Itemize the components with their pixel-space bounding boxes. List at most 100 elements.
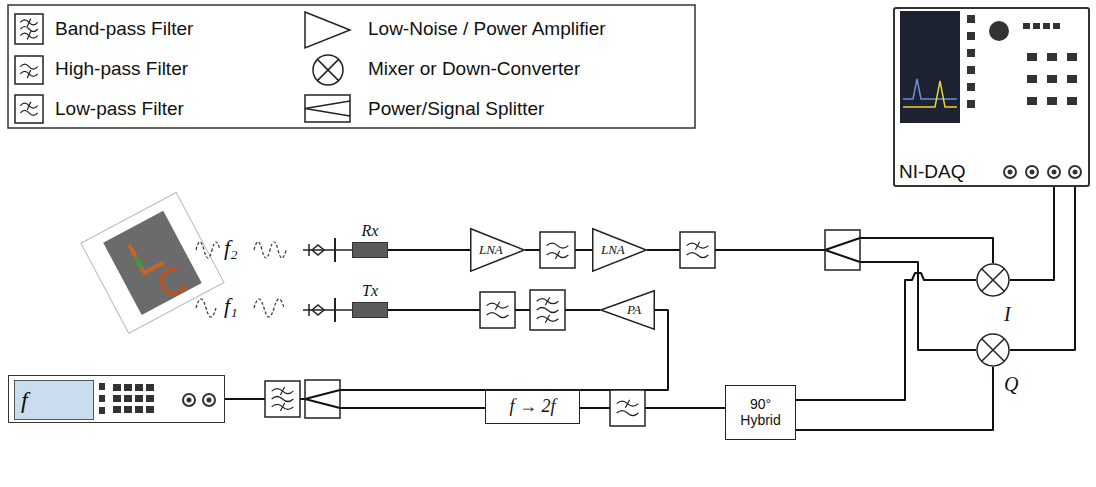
filter-box (15, 56, 43, 84)
button (113, 384, 121, 391)
button (1027, 75, 1037, 83)
bnc-port (1026, 166, 1038, 178)
mixer-cross (982, 269, 1005, 292)
filter-stop-mark (545, 297, 549, 305)
signal-wire (225, 399, 485, 408)
mixer-cross (982, 269, 1005, 292)
button (135, 406, 143, 413)
filter-stop-mark (27, 32, 30, 40)
lc-sensor-tag (136, 257, 142, 268)
button (135, 395, 143, 402)
button (113, 395, 121, 402)
trace (903, 79, 957, 99)
filter-box (265, 381, 300, 417)
wave-f1 (196, 299, 216, 317)
tx-antenna (308, 304, 310, 316)
splitter-symbol (305, 95, 350, 122)
filter-symbols (15, 14, 715, 426)
filter-box (530, 290, 565, 330)
frequency-label: f₁ (224, 294, 238, 318)
filter-wave (537, 308, 559, 313)
mixer-i: I (976, 263, 1010, 297)
button (1027, 97, 1037, 105)
power-amplifier: PA (600, 290, 655, 330)
filter-symbol (15, 56, 43, 84)
daq-screen (900, 11, 960, 123)
filter-stop-mark (495, 302, 499, 310)
node-label: Rx (362, 222, 379, 240)
filter-stop-mark (27, 18, 30, 26)
button (1033, 23, 1040, 29)
button (124, 384, 132, 391)
mixer-circle (977, 334, 1009, 366)
generator-panel (9, 376, 223, 421)
button (124, 406, 132, 413)
wave-f2 (196, 242, 220, 258)
bnc-port (1004, 166, 1016, 178)
node-label: Q (1004, 373, 1018, 395)
hybrid-coupler: 90° Hybrid (725, 385, 796, 440)
filter-symbol (610, 390, 645, 426)
signal-wire (1010, 187, 1054, 280)
trace (903, 81, 957, 107)
mixer-outline (976, 263, 1010, 297)
splitter-symbol (305, 109, 350, 117)
button (99, 407, 105, 414)
signal-wire (796, 273, 976, 400)
node-label: PA (627, 303, 641, 317)
button (1067, 75, 1077, 83)
lc-sensor-tag (157, 267, 186, 298)
node-label: NI-DAQ (899, 162, 966, 183)
filter-box (15, 14, 43, 44)
button (967, 15, 975, 23)
legend-frame (8, 5, 695, 128)
node-label: I (1004, 303, 1011, 325)
filter-symbol (480, 292, 515, 328)
mixer-circle (977, 264, 1009, 296)
button (1067, 97, 1077, 105)
filter-wave (547, 243, 569, 248)
wave-f1 (196, 299, 284, 317)
bnc-port (1069, 166, 1081, 178)
legend-text: Low-Noise / Power Amplifier (368, 18, 606, 41)
bnc-pin (1073, 170, 1078, 175)
signal-wire (796, 367, 993, 430)
frequency-label: f₂ (224, 236, 238, 260)
filter-wave (272, 397, 294, 402)
button (99, 383, 105, 390)
legend-frame (8, 5, 695, 128)
mixer-cross (982, 339, 1005, 362)
mixer-symbol (313, 55, 343, 85)
mixer-cross (982, 339, 1005, 362)
filter-stop-mark (280, 403, 284, 411)
filter-symbol (15, 14, 43, 44)
button (1047, 97, 1057, 105)
node-label: f → 2f (509, 397, 555, 417)
gen-splitter (305, 380, 340, 418)
filter-wave (20, 27, 37, 32)
filter-wave (687, 253, 709, 258)
button (1067, 53, 1077, 61)
splitter-symbol (305, 95, 350, 122)
button (146, 384, 154, 391)
filter-stop-mark (545, 315, 549, 323)
filter-symbol (265, 381, 300, 417)
button (1047, 75, 1057, 83)
generator-screen: f (14, 380, 94, 420)
lc-sensor-tag (81, 193, 224, 334)
button (124, 395, 132, 402)
splitter-symbol (305, 101, 350, 109)
rx-antenna (303, 238, 352, 262)
button (1023, 23, 1030, 29)
signal-wire (580, 407, 725, 409)
output-pin (187, 398, 192, 403)
daq-front-panel (895, 9, 1088, 185)
legend-text: Mixer or Down-Converter (368, 58, 580, 81)
filter-symbol (680, 232, 715, 268)
filter-stop-mark (625, 400, 629, 408)
rx-antenna (308, 244, 310, 256)
filter-box (680, 232, 715, 268)
wave-f1 (254, 299, 284, 317)
button (146, 406, 154, 413)
amplifier-triangle (593, 229, 647, 272)
